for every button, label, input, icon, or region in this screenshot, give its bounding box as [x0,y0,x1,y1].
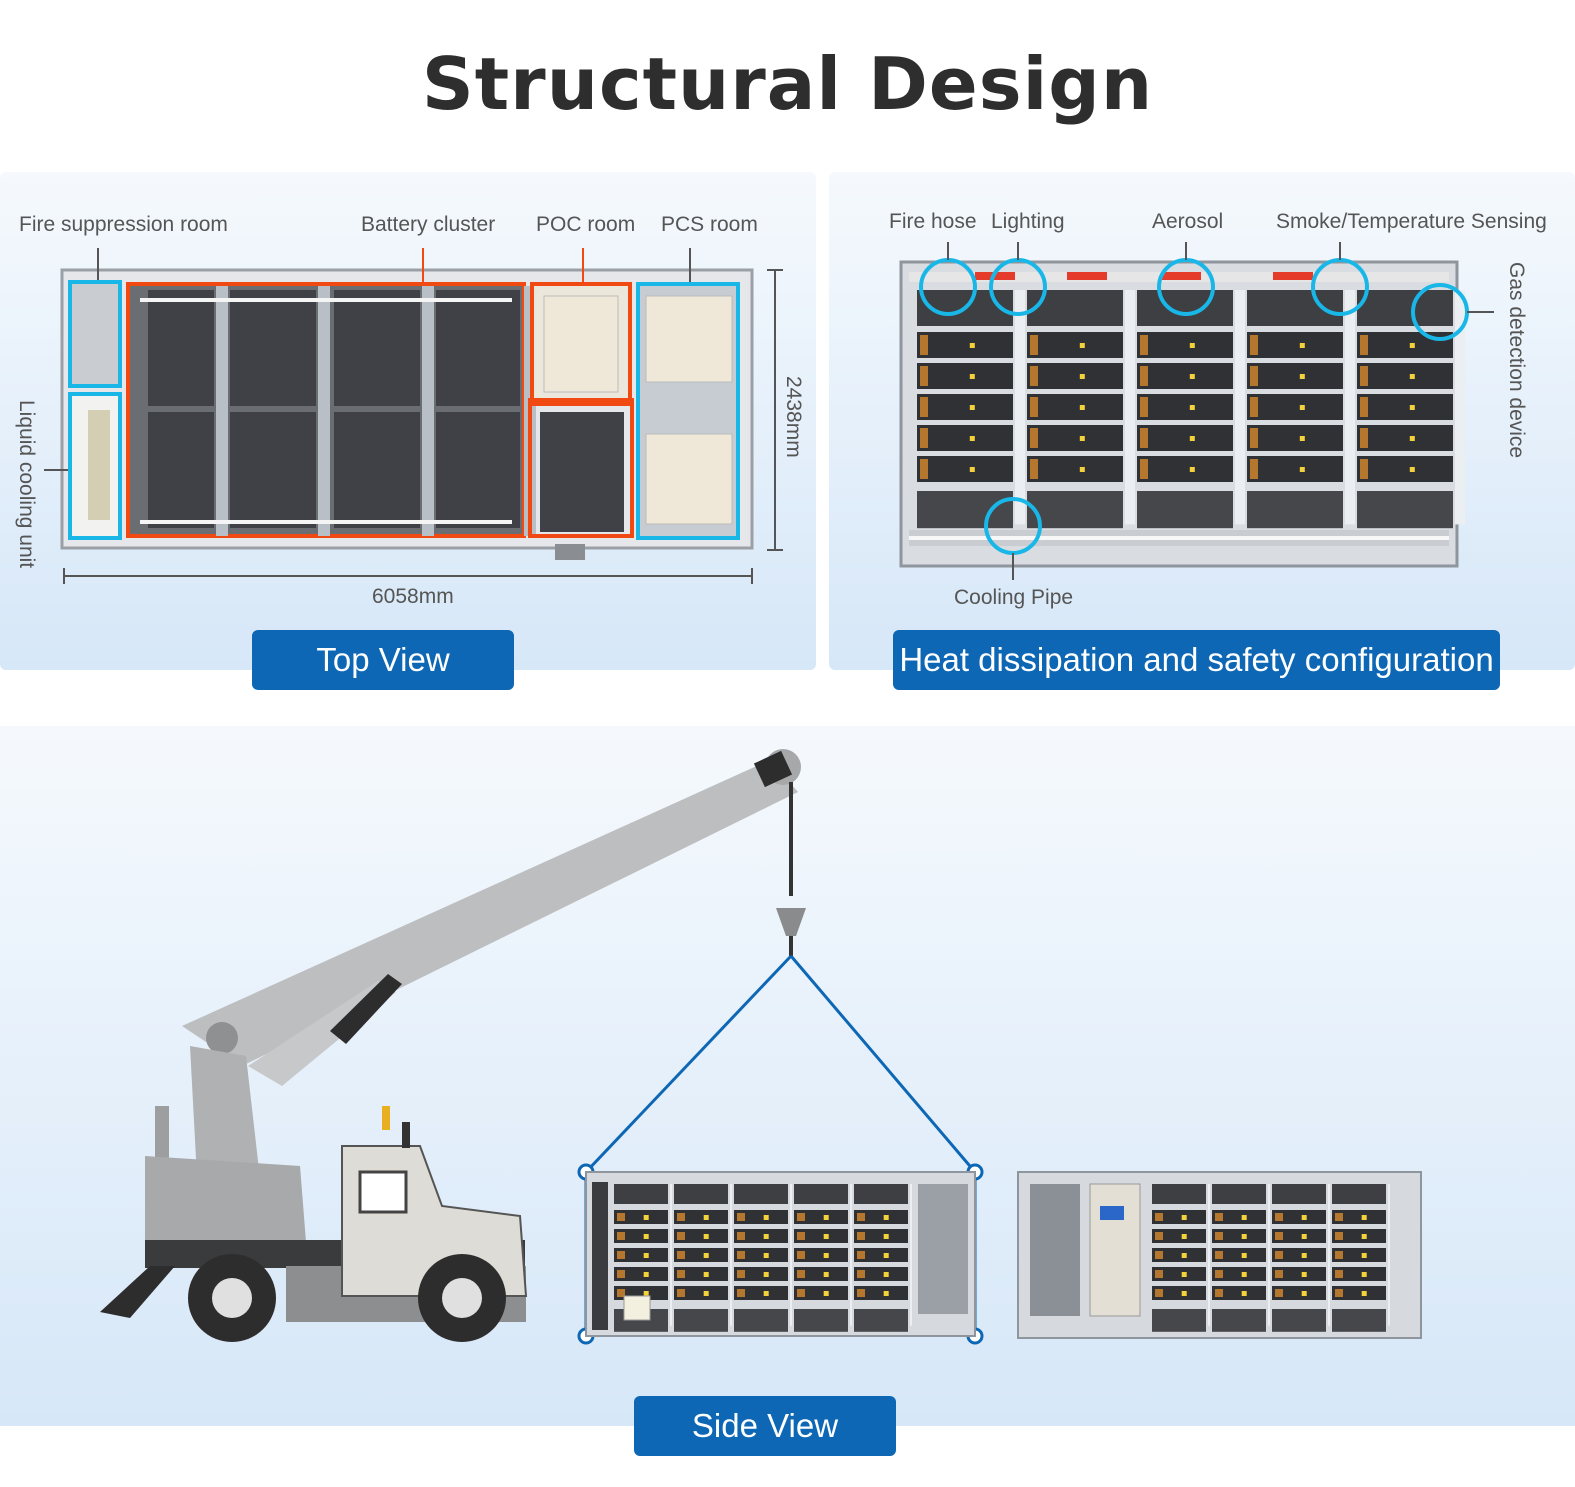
label-battery-cluster: Battery cluster [361,213,496,236]
label-cooling-pipe: Cooling Pipe [954,586,1074,609]
label-pcs-room: PCS room [661,213,758,236]
label-poc-room: POC room [536,213,636,236]
label-fire-hose: Fire hose [889,210,977,233]
label-width-dimension: 6058mm [372,585,454,608]
side-view-caption: Side View [634,1396,896,1456]
fire-suppression-room [68,280,122,388]
page-title: Structural Design [421,42,1154,126]
top-view-diagram [44,248,783,584]
truck-wheels [188,1254,506,1342]
heat-dissipation-caption: Heat dissipation and safety configuratio… [893,630,1500,690]
heat-dissipation-diagram [899,242,1494,580]
top-view-caption: Top View [252,630,514,690]
crane-truck-illustration [100,749,1422,1345]
crane-hook [776,908,806,936]
label-aerosol: Aerosol [1152,210,1224,233]
crane-boom [182,760,798,1066]
label-fire-suppression-room: Fire suppression room [19,213,228,236]
label-smoke-temperature-sensing: Smoke/Temperature Sensing [1276,210,1547,233]
label-lighting: Lighting [991,210,1065,233]
